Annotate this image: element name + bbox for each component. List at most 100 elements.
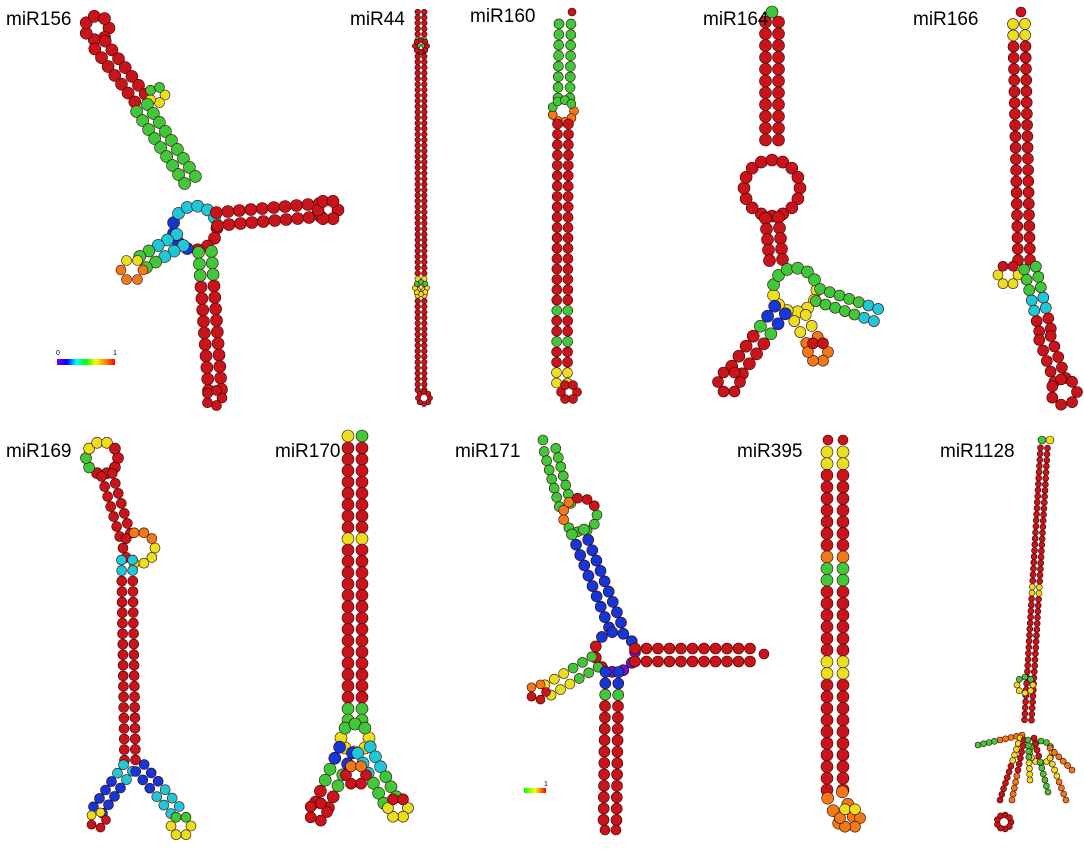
nucleotide — [193, 257, 206, 271]
nucleotide — [1026, 631, 1033, 639]
nucleotide — [128, 617, 139, 629]
nucleotide — [129, 733, 141, 745]
nucleotide — [563, 139, 574, 150]
nucleotide — [414, 58, 421, 66]
nucleotide — [589, 640, 602, 653]
nucleotide — [597, 791, 610, 803]
nucleotide — [1066, 375, 1078, 388]
nucleotide — [421, 303, 428, 310]
scale-max-label-2: 1 — [544, 781, 548, 788]
nucleotide — [686, 655, 699, 668]
nucleotide — [116, 586, 128, 598]
nucleotide — [562, 274, 574, 285]
nucleotide — [121, 255, 132, 266]
nucleotide — [421, 342, 428, 349]
nucleotide — [551, 346, 562, 358]
nucleotide — [422, 38, 429, 45]
nucleotide — [414, 142, 421, 149]
panel-label-mir166: miR166 — [913, 9, 979, 30]
nucleotide — [211, 325, 224, 339]
nucleotide — [127, 596, 139, 608]
nucleotide — [767, 288, 780, 302]
nucleotide — [1023, 197, 1035, 210]
nucleotide — [127, 565, 138, 576]
nucleotide — [421, 381, 428, 388]
nucleotide — [137, 264, 149, 276]
nucleotide — [552, 118, 563, 130]
nucleotide — [355, 554, 369, 568]
nucleotide — [1036, 583, 1043, 591]
nucleotide — [1042, 469, 1050, 476]
nucleotide — [836, 573, 850, 587]
nucleotide — [551, 336, 563, 347]
nucleotide — [414, 170, 421, 177]
nucleotide — [551, 180, 563, 192]
nucleotide — [820, 667, 834, 680]
structure-mir170 — [304, 429, 414, 827]
nucleotide — [1037, 435, 1047, 445]
nucleotide — [721, 642, 733, 655]
nucleotide — [843, 293, 855, 305]
panel-label-mir156: miR156 — [6, 9, 72, 30]
nucleotide — [94, 793, 105, 804]
nucleotide — [686, 642, 699, 655]
nucleotide — [817, 354, 829, 367]
nucleotide — [996, 736, 1004, 744]
nucleotide — [387, 793, 399, 806]
nucleotide — [980, 740, 987, 748]
nucleotide — [341, 441, 355, 455]
nucleotide — [421, 214, 428, 221]
nucleotide — [341, 634, 355, 648]
nucleotide — [996, 796, 1004, 804]
nucleotide — [1037, 559, 1044, 567]
nucleotide — [355, 588, 369, 602]
nucleotide — [214, 371, 227, 385]
nucleotide — [820, 585, 834, 599]
nucleotide — [151, 791, 163, 803]
nucleotide — [355, 622, 369, 636]
nucleotide — [117, 638, 129, 650]
nucleotide — [421, 270, 428, 277]
nucleotide — [597, 802, 610, 815]
nucleotide — [414, 253, 421, 260]
nucleotide — [772, 74, 785, 88]
nucleotide — [178, 177, 191, 190]
nucleotide — [852, 296, 865, 309]
nucleotide — [1038, 541, 1046, 549]
nucleotide — [551, 305, 563, 316]
nucleotide — [836, 632, 850, 645]
nucleotide — [95, 51, 108, 65]
nucleotide — [698, 642, 710, 655]
nucleotide — [369, 750, 382, 764]
nucleotide — [326, 790, 340, 804]
nucleotide — [1027, 607, 1035, 615]
nucleotide — [836, 515, 850, 529]
nucleotide — [583, 667, 595, 679]
nucleotide — [127, 586, 139, 597]
nucleotide — [992, 269, 1004, 281]
nucleotide — [355, 464, 369, 478]
nucleotide — [159, 89, 171, 101]
nucleotide — [1024, 662, 1031, 669]
nucleotide — [414, 14, 421, 21]
nucleotide — [551, 356, 562, 368]
nucleotide — [551, 243, 563, 254]
nucleotide — [341, 668, 355, 682]
nucleotide — [341, 690, 355, 704]
nucleotide — [129, 712, 141, 724]
nucleotide — [562, 212, 574, 223]
nucleotide — [562, 232, 574, 244]
nucleotide — [128, 628, 139, 639]
nucleotide — [1027, 687, 1034, 695]
nucleotide — [1041, 499, 1048, 506]
nucleotide — [562, 160, 574, 171]
nucleotide — [820, 550, 834, 564]
nucleotide — [1039, 517, 1047, 525]
nucleotide — [128, 527, 140, 539]
panel-label-mir395: miR395 — [737, 441, 803, 462]
nucleotide — [1041, 355, 1053, 367]
nucleotide — [1055, 398, 1067, 411]
nucleotide — [602, 585, 615, 598]
nucleotide — [558, 514, 570, 526]
nucleotide — [551, 253, 563, 265]
